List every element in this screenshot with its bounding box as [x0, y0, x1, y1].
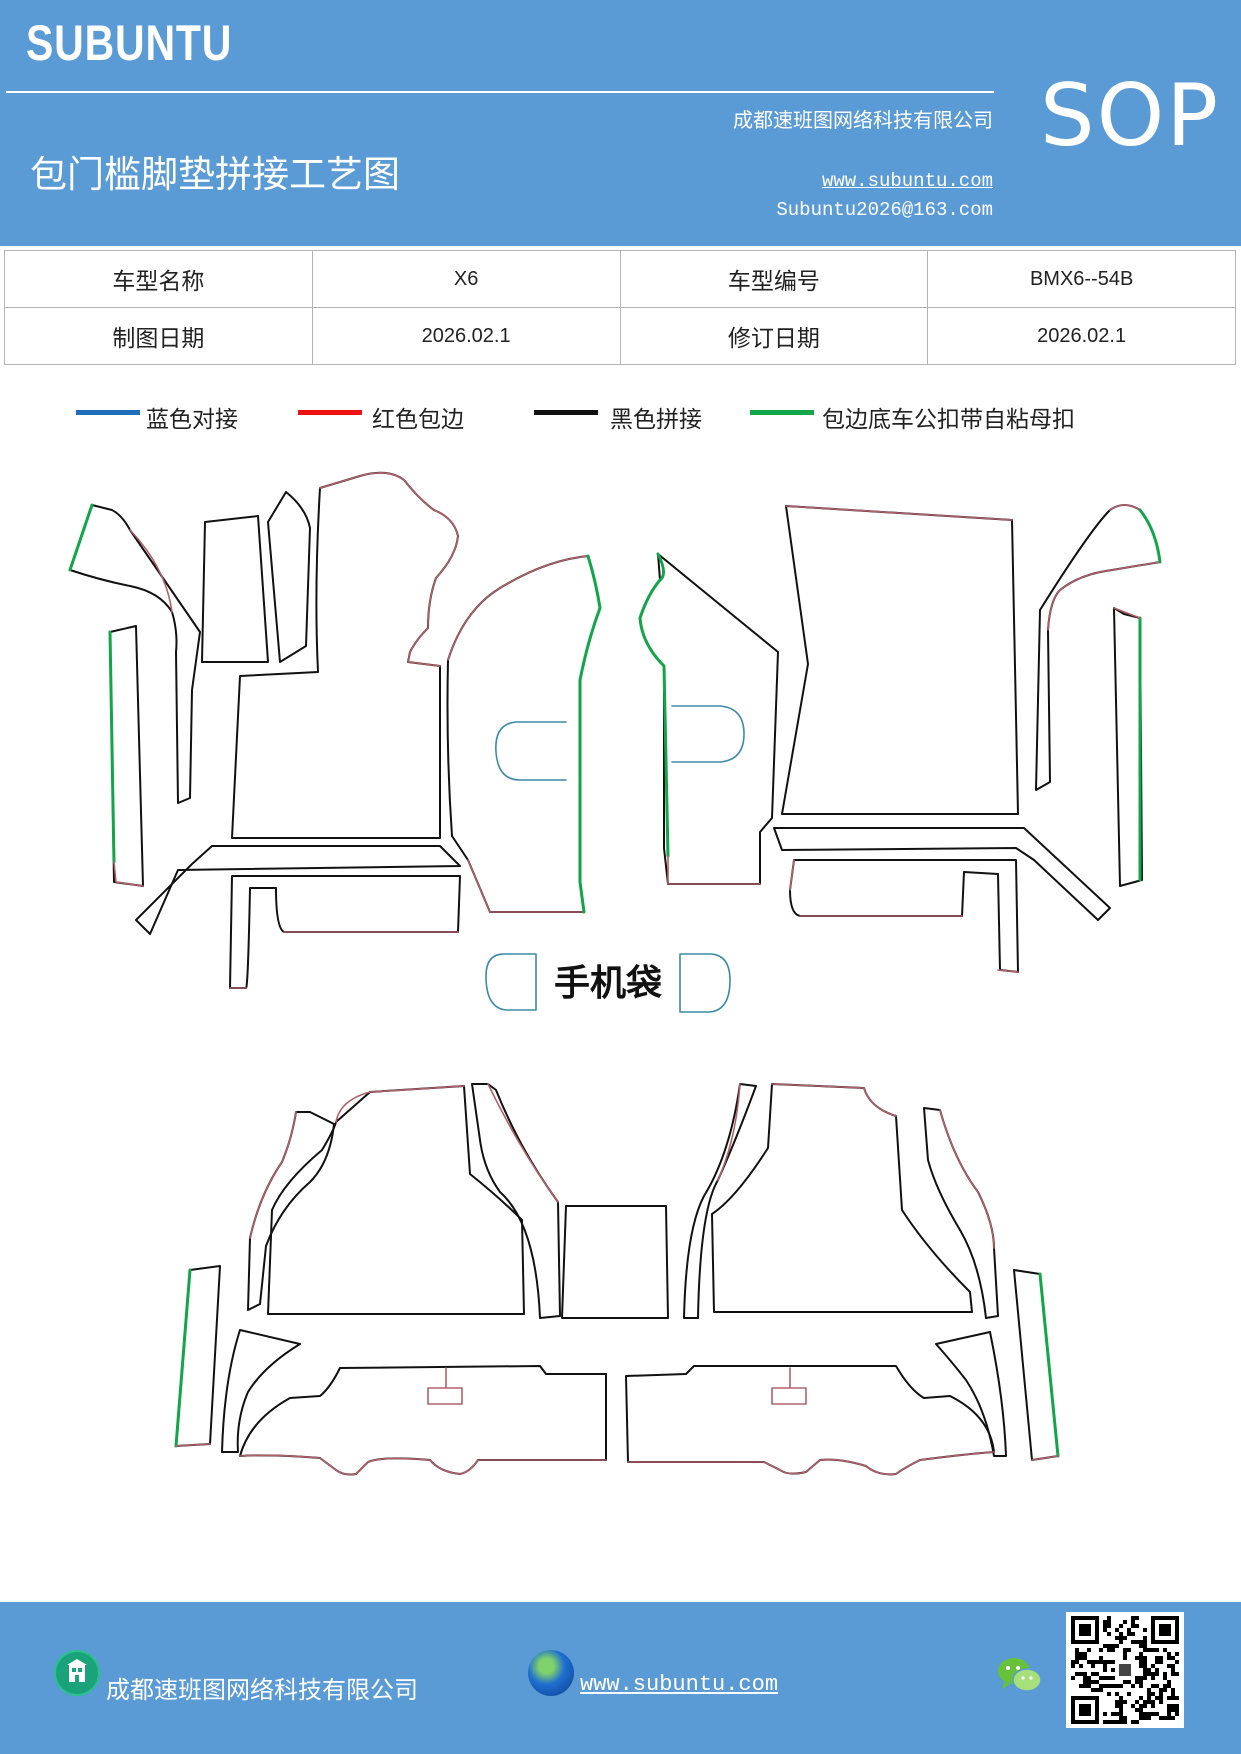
legend-label-blue: 蓝色对接: [146, 407, 238, 433]
legend-swatch-black: [534, 410, 598, 415]
globe-icon: [528, 1650, 574, 1696]
revise-date-value: 2026.02.1: [927, 307, 1236, 365]
phone-pocket-label: 手机袋: [554, 963, 662, 1004]
lower-right-mats: [625, 1083, 1060, 1476]
model-info-table: 车型名称 X6 车型编号 BMX6--54B 制图日期 2026.02.1 修订…: [4, 250, 1236, 365]
header-divider: [6, 91, 994, 93]
wechat-icon[interactable]: [996, 1654, 1044, 1696]
header-company: 成都速班图网络科技有限公司: [733, 108, 993, 132]
sop-mark: SOP: [1040, 66, 1221, 166]
model-code-label: 车型编号: [619, 250, 929, 308]
color-legend: 蓝色对接 红色包边 黑色拼接 包边底车公扣带自粘母扣: [0, 400, 1241, 440]
phone-pockets: 手机袋: [485, 953, 731, 1013]
footer-website-link[interactable]: www.subuntu.com: [580, 1672, 779, 1697]
lower-left-mats: [174, 1083, 669, 1476]
header-website-link[interactable]: www.subuntu.com: [821, 170, 993, 192]
legend-label-black: 黑色拼接: [610, 407, 702, 433]
legend-swatch-red: [298, 410, 362, 415]
mat-splice-diagram: 手机袋: [68, 471, 1162, 1476]
qr-code: [1066, 1612, 1184, 1728]
revise-date-label: 修订日期: [619, 307, 929, 365]
brand-logo: SUBUNTU: [26, 15, 233, 71]
footer-company: 成都速班图网络科技有限公司: [106, 1676, 418, 1704]
header-banner: SUBUNTU 成都速班图网络科技有限公司 包门槛脚垫拼接工艺图 www.sub…: [0, 0, 1241, 246]
table-row: 车型名称 X6 车型编号 BMX6--54B: [4, 250, 1236, 308]
footer-banner: 成都速班图网络科技有限公司 www.subuntu.com: [0, 1602, 1241, 1754]
legend-label-red: 红色包边: [372, 407, 464, 433]
model-code-value: BMX6--54B: [927, 250, 1236, 308]
model-name-value: X6: [311, 250, 621, 308]
upper-left-mats: [68, 471, 602, 989]
model-name-label: 车型名称: [4, 250, 313, 308]
office-building-icon: [54, 1650, 100, 1696]
legend-swatch-blue: [76, 410, 140, 415]
legend-label-green: 包边底车公扣带自粘母扣: [822, 407, 1075, 433]
table-row: 制图日期 2026.02.1 修订日期 2026.02.1: [4, 307, 1236, 365]
legend-swatch-green: [750, 410, 814, 415]
header-email: Subuntu2026@163.com: [776, 199, 993, 221]
draw-date-label: 制图日期: [4, 307, 313, 365]
page-title: 包门槛脚垫拼接工艺图: [30, 153, 400, 196]
draw-date-value: 2026.02.1: [311, 307, 621, 365]
upper-right-mats: [638, 504, 1162, 973]
